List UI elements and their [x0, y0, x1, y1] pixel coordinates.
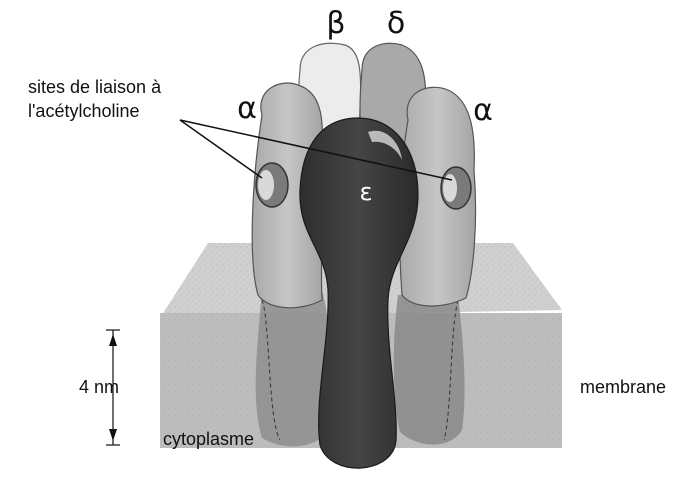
membrane-label: membrane	[580, 377, 666, 397]
binding-sites-label-line2: l'acétylcholine	[28, 101, 140, 121]
epsilon-label: ε	[360, 178, 373, 206]
alpha-left-label: α	[237, 91, 257, 126]
binding-sites-label-line1: sites de liaison à	[28, 77, 162, 97]
alpha-right-label: α	[473, 93, 493, 128]
right-transmembrane-segment	[394, 295, 465, 445]
cytoplasm-label: cytoplasme	[163, 429, 254, 449]
delta-label: δ	[387, 6, 405, 41]
binding-site-right	[441, 167, 471, 209]
binding-site-left	[256, 163, 288, 207]
beta-label: β	[326, 6, 345, 41]
thickness-label: 4 nm	[79, 377, 119, 397]
